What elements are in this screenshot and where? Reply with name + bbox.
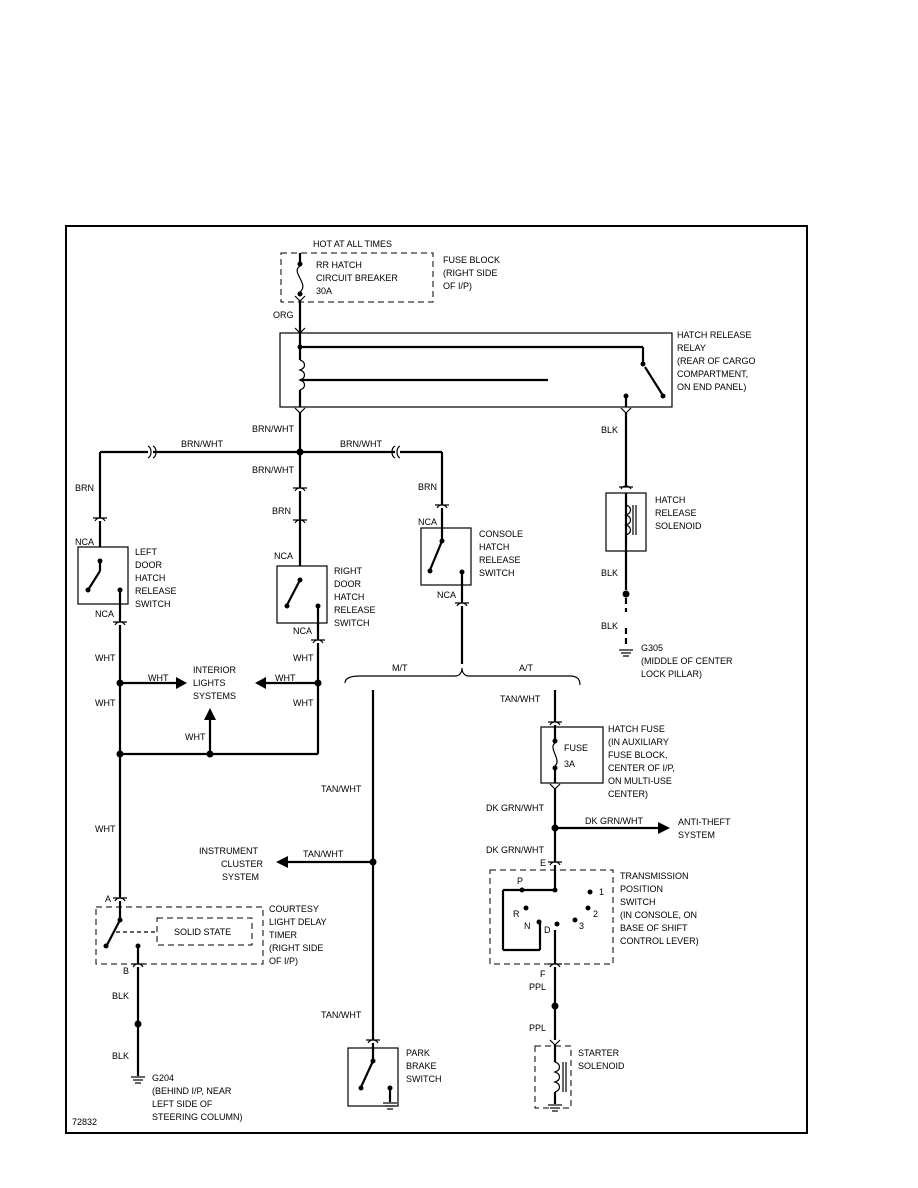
console-switch-label: CONSOLE HATCH RELEASE SWITCH (479, 529, 526, 578)
g204-label: G204 (BEHIND I/P, NEAR LEFT SIDE OF STEE… (152, 1073, 243, 1122)
blk-ct1-label: BLK (112, 991, 129, 1001)
nca-con-top-label: NCA (418, 517, 437, 527)
gear-2-label: 2 (593, 909, 598, 919)
nca-rd-bottom-label: NCA (293, 626, 312, 636)
instrument-cluster-label: INSTRUMENT CLUSTER SYSTEM (199, 846, 266, 882)
left-door-switch-label: LEFT DOOR HATCH RELEASE SWITCH (135, 547, 179, 609)
wht-right2-label: WHT (293, 698, 314, 708)
hatch-release-relay-label: HATCH RELEASE RELAY (REAR OF CARGO COMPA… (677, 330, 758, 392)
fuse-block-label: FUSE BLOCK (RIGHT SIDE OF I/P) (443, 255, 503, 291)
conn-b-label: B (123, 966, 129, 976)
diagram-id-label: 72832 (72, 1117, 97, 1127)
ppl1-label: PPL (529, 982, 546, 992)
gear-p-label: P (517, 876, 523, 886)
wht-arrow-right-label: WHT (275, 673, 296, 683)
hatch-fuse-box (540, 726, 604, 784)
courtesy-timer-label: COURTESY LIGHT DELAY TIMER (RIGHT SIDE O… (269, 904, 329, 966)
wht-up-label: WHT (185, 732, 206, 742)
relay-internals (297, 333, 666, 407)
gear-r-label: R (513, 909, 520, 919)
brn-wht-right-label: BRN/WHT (340, 439, 382, 449)
brn-console-label: BRN (418, 482, 437, 492)
fuse-block-outline (280, 252, 434, 303)
hatch-fuse-label: HATCH FUSE (IN AUXILIARY FUSE BLOCK, CEN… (608, 724, 677, 799)
dk-grn-wht2-label: DK GRN/WHT (486, 845, 544, 855)
right-door-switch-label: RIGHT DOOR HATCH RELEASE SWITCH (334, 566, 378, 628)
brn-wht-left-label: BRN/WHT (181, 439, 223, 449)
g204-ground-icon (131, 1076, 145, 1084)
park-brake-label: PARK BRAKE SWITCH (406, 1048, 442, 1084)
blk-sol2-label: BLK (601, 621, 618, 631)
circuit-breaker-symbol (296, 253, 304, 297)
gear-d-label: D (544, 925, 551, 935)
nca-con-bottom-label: NCA (437, 590, 456, 600)
tan-wht-at-label: TAN/WHT (500, 694, 541, 704)
left-door-switch-box (77, 546, 129, 605)
wht-left1-label: WHT (95, 653, 116, 663)
brn-left-label: BRN (75, 483, 94, 493)
gear-n-label: N (524, 921, 531, 931)
brn-wht-mid-label: BRN/WHT (252, 465, 294, 475)
conn-a-label: A (105, 894, 111, 904)
solid-state-box (156, 917, 253, 946)
wht-left2-label: WHT (95, 698, 116, 708)
dk-grn-wht1-label: DK GRN/WHT (486, 803, 544, 813)
conn-e-label: E (540, 858, 546, 868)
anti-theft-label: ANTI-THEFT SYSTEM (678, 817, 733, 840)
hot-at-all-times-label: HOT AT ALL TIMES (313, 239, 392, 249)
org-wire-label: ORG (273, 310, 294, 320)
transmission-switch-outline (489, 869, 614, 965)
starter-ground-icon (548, 1104, 562, 1112)
blk-ct2-label: BLK (112, 1051, 129, 1061)
wht-left3-label: WHT (95, 824, 116, 834)
gear-1-label: 1 (599, 887, 604, 897)
console-switch-box (420, 527, 472, 586)
conn-f-label: F (540, 969, 546, 979)
rr-hatch-cb-label: RR HATCH CIRCUIT BREAKER 30A (316, 260, 400, 296)
brn-wht-center-label: BRN/WHT (252, 424, 294, 434)
blk-sol1-label: BLK (601, 568, 618, 578)
dk-grn-wht-arrow-label: DK GRN/WHT (585, 816, 643, 826)
at-label: A/T (519, 663, 534, 673)
g305-label: G305 (MIDDLE OF CENTER LOCK PILLAR) (641, 643, 735, 679)
nca-ld-top-label: NCA (75, 537, 94, 547)
gear-3-label: 3 (579, 921, 584, 931)
interior-lights-label: INTERIOR LIGHTS SYSTEMS (193, 665, 239, 701)
fuse-inner-label: FUSE 3A (564, 743, 591, 769)
solid-state-label: SOLID STATE (174, 927, 231, 937)
tan-wht-arrow-label: TAN/WHT (303, 849, 344, 859)
tan-wht-mt2-label: TAN/WHT (321, 1010, 362, 1020)
transmission-switch-label: TRANSMISSION POSITION SWITCH (IN CONSOLE… (620, 871, 700, 946)
courtesy-timer-outline (95, 906, 264, 965)
hatch-release-relay-box (279, 332, 673, 408)
nca-rd-top-label: NCA (274, 551, 293, 561)
wht-right1-label: WHT (293, 653, 314, 663)
g305-ground-icon (619, 649, 633, 657)
right-door-switch-box (276, 565, 328, 624)
brn-right-door-label: BRN (272, 506, 291, 516)
starter-solenoid-label: STARTER SOLENOID (578, 1048, 625, 1071)
ppl2-label: PPL (529, 1023, 546, 1033)
blk-relay-label: BLK (601, 425, 618, 435)
mt-label: M/T (392, 663, 408, 673)
diagram-frame (65, 225, 808, 1134)
hatch-release-solenoid-label: HATCH RELEASE SOLENOID (655, 495, 702, 531)
tan-wht-mt1-label: TAN/WHT (321, 784, 362, 794)
park-brake-ground-icon (383, 1102, 397, 1110)
nca-ld-bottom-label: NCA (95, 609, 114, 619)
wht-arrow-left-label: WHT (148, 673, 169, 683)
